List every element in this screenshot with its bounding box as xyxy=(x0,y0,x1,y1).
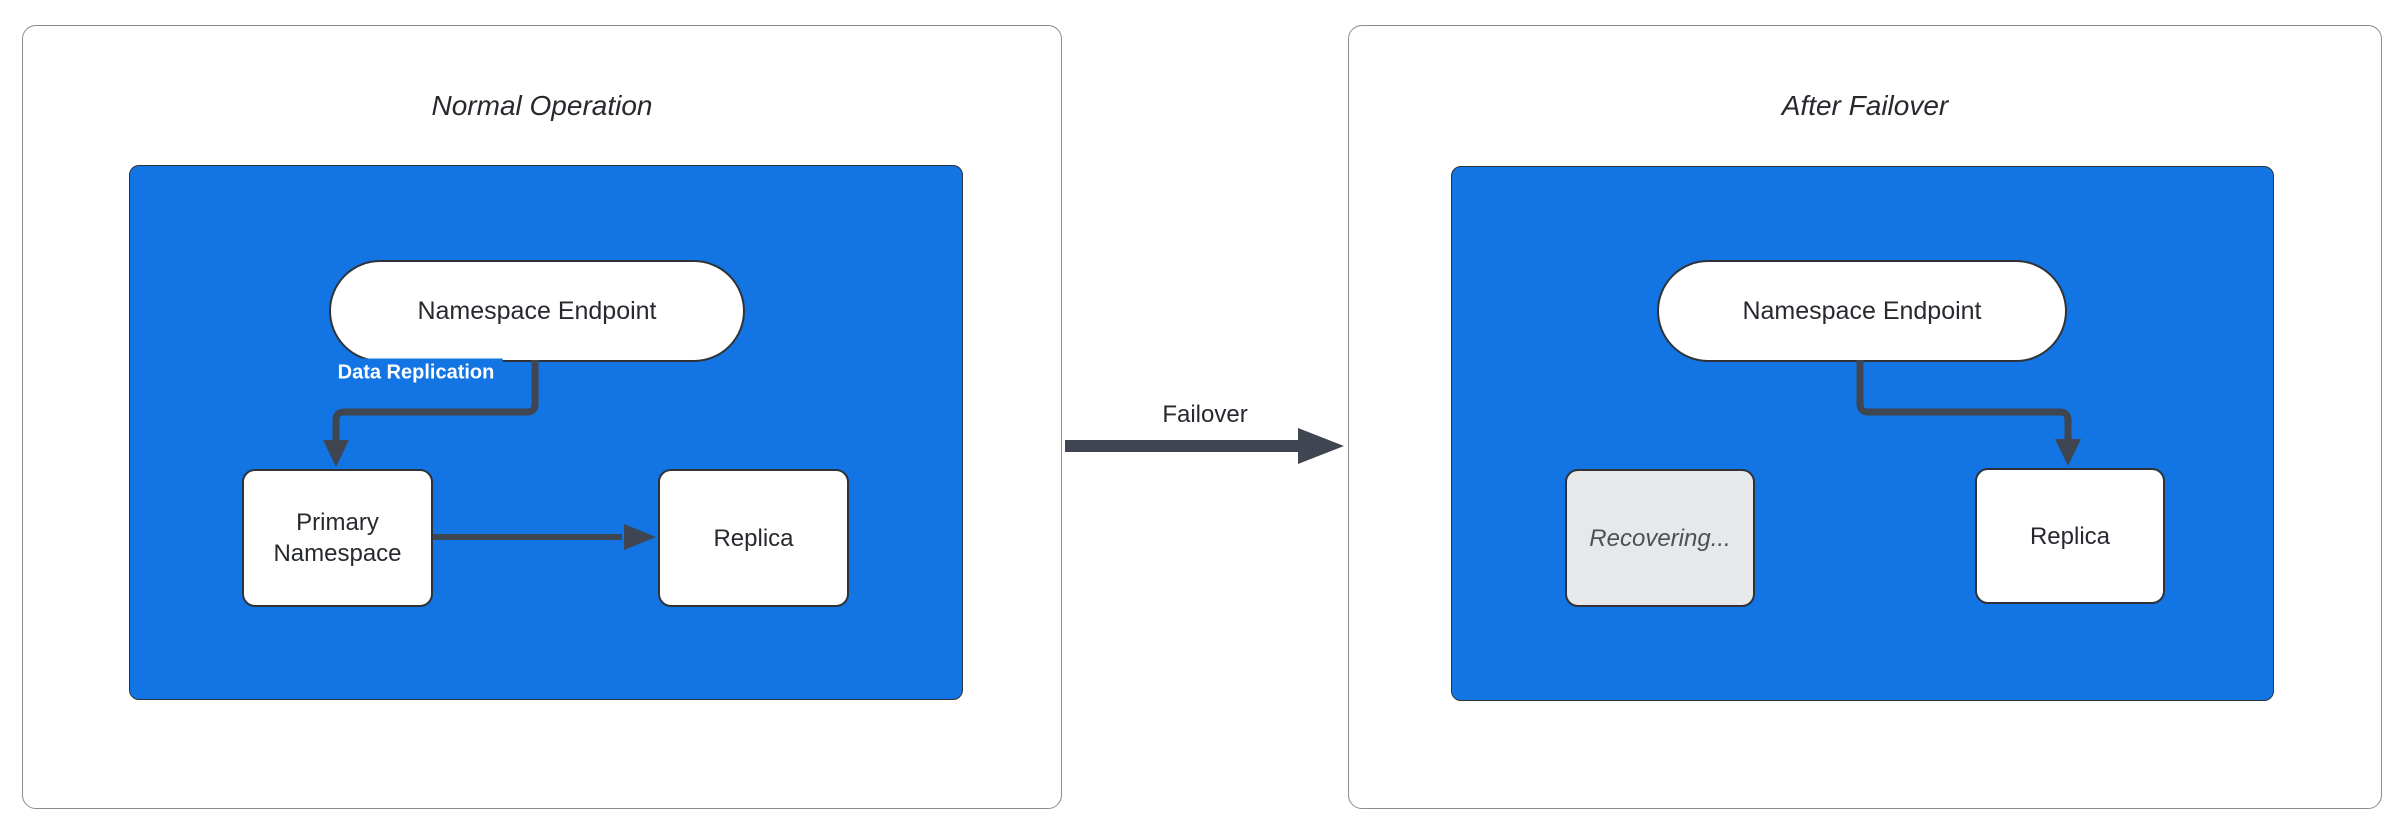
node-replica-left: Replica xyxy=(658,469,849,607)
panel-normal-operation: Normal Operation Namespace Endpoint Prim… xyxy=(22,25,1062,809)
node-replica-right: Replica xyxy=(1975,468,2165,604)
panel-title-normal-operation: Normal Operation xyxy=(431,90,653,121)
replication-edge-label: Data Replication xyxy=(329,358,503,388)
panel-title-after-failover: After Failover xyxy=(1781,90,1949,121)
cluster-after-failover: Namespace Endpoint Recovering... Replica xyxy=(1451,166,2274,701)
failover-edge-label: Failover xyxy=(1162,401,1248,428)
node-replica-left-label: Replica xyxy=(713,524,794,552)
node-namespace-endpoint-right-label: Namespace Endpoint xyxy=(1742,296,1982,325)
failover-arrow-icon xyxy=(1065,428,1344,464)
node-namespace-endpoint-left: Namespace Endpoint xyxy=(329,260,745,362)
panel-after-failover: After Failover Namespace Endpoint Recove… xyxy=(1348,25,2382,809)
node-replica-right-label: Replica xyxy=(2029,522,2111,550)
node-namespace-endpoint-right: Namespace Endpoint xyxy=(1657,260,2067,362)
node-primary-namespace-label: Primary Namespace xyxy=(273,509,402,567)
node-namespace-endpoint-left-label: Namespace Endpoint xyxy=(417,296,657,325)
node-recovering: Recovering... xyxy=(1565,469,1755,607)
cluster-normal-operation: Namespace Endpoint Primary Namespace Rep… xyxy=(129,165,963,700)
node-primary-namespace: Primary Namespace xyxy=(242,469,433,607)
node-recovering-label: Recovering... xyxy=(1589,524,1731,552)
